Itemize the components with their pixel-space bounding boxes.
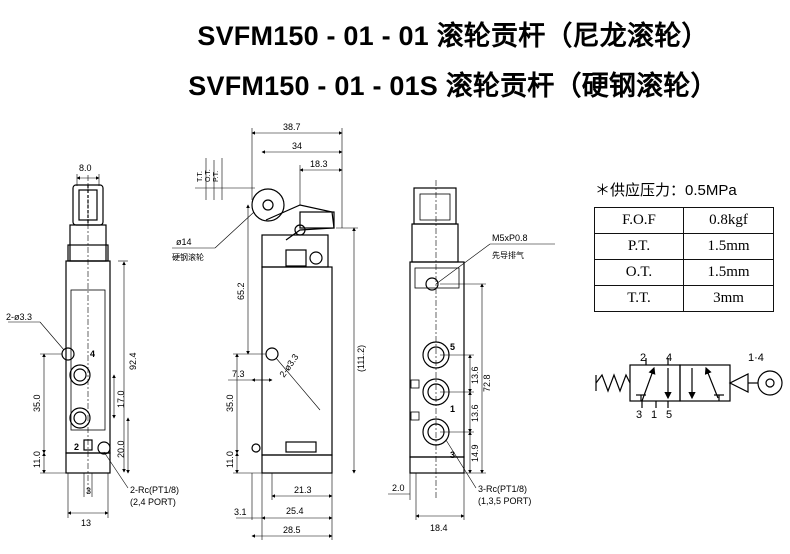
left-view-labels: 8.0 2-ø3.3 92.4 35.0 11.0 17.0 20.0 13 3…: [6, 163, 179, 528]
roller-note: 硬钢滚轮: [172, 252, 204, 262]
dim-pt: P.T.: [213, 171, 220, 182]
spec-value: 0.8kgf: [683, 207, 774, 234]
sym-port-1: 1: [651, 409, 657, 421]
dim-hole-left: 2-ø3.3: [6, 312, 32, 322]
spec-value: 1.5mm: [683, 233, 774, 260]
dim-7-3: 7.3: [232, 369, 245, 379]
dim-38-7: 38.7: [283, 122, 301, 132]
supply-pressure: ＊供应压力：0.5MPa: [595, 182, 737, 199]
dim-18-3: 18.3: [310, 159, 328, 169]
valve-symbol: [595, 358, 783, 408]
sym-port-5: 5: [666, 409, 672, 421]
mark-4: 4: [90, 349, 95, 359]
spec-row: F.O.F 0.8kgf: [594, 207, 774, 234]
dim-28-5: 28.5: [283, 525, 301, 535]
dim-3-1: 3.1: [234, 507, 247, 517]
spec-value: 3mm: [683, 285, 774, 312]
dim-14-9: 14.9: [470, 444, 480, 462]
dim-3: 3: [86, 486, 91, 496]
dim-8-0: 8.0: [79, 163, 92, 173]
mark-5: 5: [450, 342, 455, 352]
dim-34: 34: [292, 141, 302, 151]
dim-35-mid: 35.0: [225, 394, 235, 412]
spec-row: T.T. 3mm: [594, 285, 774, 312]
mark-1: 1: [450, 404, 455, 414]
spec-key: O.T.: [594, 259, 684, 286]
dim-17-0: 17.0: [116, 390, 126, 408]
dim-21-3: 21.3: [294, 485, 312, 495]
valve-symbol-labels: 2 4 3 1 5 1·4: [636, 352, 764, 421]
title-line-1: SVFM150 - 01 - 01 滚轮贡杆（尼龙滚轮）: [197, 21, 709, 51]
dim-92-4: 92.4: [128, 352, 138, 370]
front-view: [172, 128, 358, 540]
mark-2: 2: [74, 442, 79, 452]
title-line-2: SVFM150 - 01 - 01S 滚轮贡杆（硬钢滚轮）: [188, 71, 718, 101]
port-sub-right: (1,3,5 PORT): [478, 496, 531, 506]
dim-72-8: 72.8: [482, 374, 492, 392]
sym-pilot: 1·4: [748, 352, 764, 364]
spec-key: T.T.: [594, 285, 684, 312]
spec-row: P.T. 1.5mm: [594, 233, 774, 260]
spec-row: O.T. 1.5mm: [594, 259, 774, 286]
dim-13: 13: [81, 518, 91, 528]
dim-ot: O.T.: [205, 169, 212, 182]
dim-25-4: 25.4: [286, 506, 304, 516]
sym-port-4: 4: [666, 352, 672, 364]
dim-18-4: 18.4: [430, 523, 448, 533]
dim-11-mid: 11.0: [225, 451, 235, 468]
sym-port-2: 2: [640, 352, 646, 364]
spec-value: 1.5mm: [683, 259, 774, 286]
port-label-right: 3-Rc(PT1/8): [478, 484, 527, 494]
spec-table: F.O.F 0.8kgf P.T. 1.5mm O.T. 1.5mm T.T. …: [594, 207, 774, 312]
dim-111-2: (111.2): [356, 345, 366, 372]
pilot-note: 先导排气: [492, 250, 524, 260]
spec-key: F.O.F: [594, 207, 684, 234]
dim-20-0: 20.0: [116, 440, 126, 458]
pilot-label: M5xP0.8: [492, 233, 528, 243]
spec-key: P.T.: [594, 233, 684, 260]
front-view-labels: 38.7 34 18.3 T.T. O.T. P.T. ø14 硬钢滚轮 65.…: [172, 122, 366, 535]
dim-35-left: 35.0: [32, 394, 42, 412]
dim-hole-mid: 2-ø3.3: [277, 352, 300, 379]
roller-dia: ø14: [176, 237, 192, 247]
port-sub-left: (2,4 PORT): [130, 497, 176, 507]
port-label-left: 2-Rc(PT1/8): [130, 485, 179, 495]
dim-13-6a: 13.6: [470, 366, 480, 384]
dim-tt: T.T.: [197, 171, 204, 182]
dim-2-0: 2.0: [392, 483, 405, 493]
dim-11-left: 11.0: [32, 451, 42, 468]
right-view-labels: M5xP0.8 先导排气 13.6 13.6 72.8 14.9 2.0 18.…: [392, 233, 531, 533]
dim-65-2: 65.2: [236, 282, 246, 300]
mark-3: 3: [450, 450, 455, 460]
left-side-view: [8, 174, 130, 518]
sym-port-3: 3: [636, 409, 642, 421]
dim-13-6b: 13.6: [470, 404, 480, 422]
right-side-view: [388, 180, 555, 520]
